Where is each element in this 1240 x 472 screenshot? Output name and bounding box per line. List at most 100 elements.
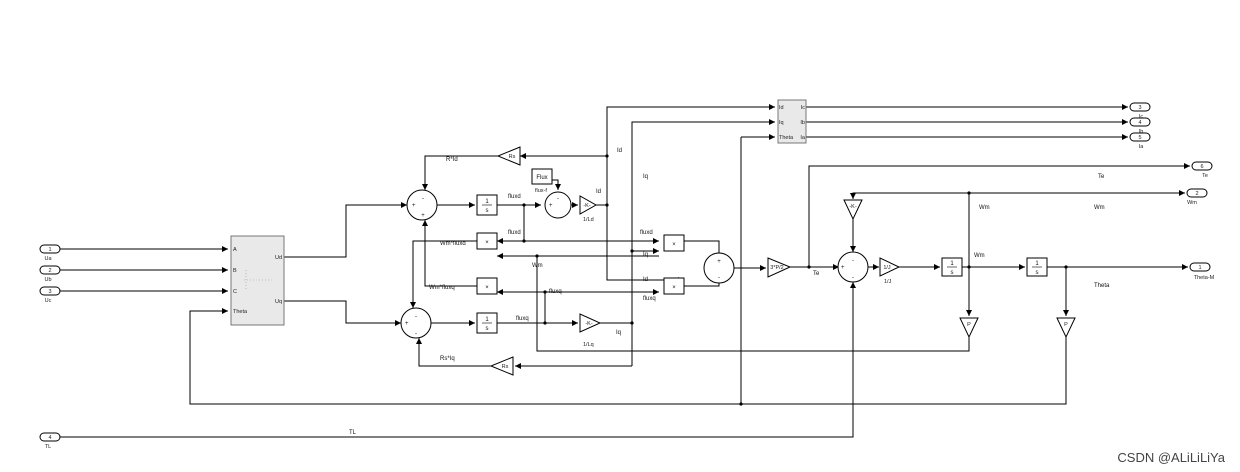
signal-id-label-1: Id xyxy=(596,189,601,195)
svg-text:-: - xyxy=(718,275,720,281)
signal-id-label-3: Id xyxy=(643,277,648,283)
integrator-speed-num: 1 xyxy=(950,261,954,267)
product-fluxq-id-symbol: × xyxy=(672,285,676,291)
svg-text:-: - xyxy=(415,314,417,320)
gain-rs-q[interactable]: Rs xyxy=(489,356,514,376)
svg-text:+: + xyxy=(405,321,409,327)
outport-ia-number: 5 xyxy=(1138,135,1141,141)
outport-wm[interactable]: 2 Wm xyxy=(1186,188,1208,206)
inport-uc-label: Uc xyxy=(45,298,52,304)
integrator-q[interactable]: 1 s xyxy=(476,312,498,334)
gain-inv-j-label: 1/J xyxy=(884,279,892,285)
signal-fluxd-label: fluxd xyxy=(508,194,521,200)
product-wm-fluxd[interactable]: × xyxy=(476,232,498,250)
sum-d-axis[interactable]: + - + xyxy=(406,189,438,221)
gain-inv-ld[interactable]: -K- 1/Ld xyxy=(579,195,598,223)
signal-theta-label: Theta xyxy=(1094,283,1110,289)
signal-fluxq-label-3: fluxq xyxy=(516,316,529,322)
signal-wm-label-1: Wm xyxy=(532,263,543,269)
gain-inv-j[interactable]: 1/J 1/J xyxy=(879,257,901,285)
inverse-park-subsystem[interactable]: Id Iq Theta Ic Ib Ia xyxy=(777,99,807,144)
outport-ia[interactable]: 5 Ia xyxy=(1129,132,1151,150)
signal-iq-label-3: Iq xyxy=(616,330,621,336)
outport-theta-m-number: 1 xyxy=(1198,265,1201,271)
outport-ic[interactable]: 3 Ic xyxy=(1129,102,1151,120)
park-port-c: C xyxy=(233,289,237,295)
park-icon xyxy=(244,270,272,290)
gain-rs-d[interactable]: Rs xyxy=(496,146,521,166)
outport-ic-label: Ic xyxy=(1139,114,1144,120)
inport-uc[interactable]: 3 Uc xyxy=(39,286,61,304)
gain-pole-pairs-angle-value: P xyxy=(1064,322,1068,328)
outport-te[interactable]: 6 Te xyxy=(1191,161,1213,179)
outport-ib[interactable]: 4 Ib xyxy=(1129,117,1151,135)
gain-damping-value: -K- xyxy=(849,204,857,210)
flux-constant-value: Flux xyxy=(536,175,547,181)
sum-mechanical[interactable]: + - - xyxy=(837,251,869,283)
integrator-speed[interactable]: 1 s xyxy=(941,257,963,277)
park-port-b: B xyxy=(233,268,237,274)
signal-wm-label-2: Wm xyxy=(979,205,990,211)
product-fluxq-id[interactable]: × xyxy=(663,277,685,295)
invpark-port-ic: Ic xyxy=(801,105,806,111)
svg-text:-: - xyxy=(415,331,417,337)
invpark-port-id: Id xyxy=(779,105,784,111)
gain-pole-pairs-angle[interactable]: P xyxy=(1056,317,1076,339)
inport-uc-number: 3 xyxy=(48,289,51,295)
signal-fluxq-label-2: fluxq xyxy=(549,289,562,295)
integrator-angle[interactable]: 1 s xyxy=(1026,257,1048,277)
invpark-port-ia: Ia xyxy=(800,135,806,141)
svg-text:-: - xyxy=(557,196,559,202)
signal-iq-label-1: Iq xyxy=(643,174,648,180)
outport-wm-label: Wm xyxy=(1187,200,1197,206)
park-port-uq: Uq xyxy=(275,299,282,305)
invpark-port-ib: Ib xyxy=(800,120,805,126)
invpark-port-theta: Theta xyxy=(779,135,794,141)
flux-constant-block[interactable]: Flux flux-f xyxy=(531,168,553,194)
gain-inv-ld-label: 1/Ld xyxy=(583,217,594,223)
svg-text:+: + xyxy=(421,213,425,219)
integrator-d-num: 1 xyxy=(485,199,489,205)
svg-text:+: + xyxy=(412,203,416,209)
gain-inv-lq[interactable]: -K- 1/Lq xyxy=(579,313,602,348)
signal-fluxd-label-3: fluxd xyxy=(640,230,653,236)
signal-wm-fluxq-label: Wm*fluxq xyxy=(429,285,455,291)
inport-ub-number: 2 xyxy=(48,268,51,274)
outport-wm-number: 2 xyxy=(1195,191,1198,197)
inport-ua-number: 1 xyxy=(48,247,51,253)
signal-id-label-2: Id xyxy=(617,148,622,154)
outport-theta-m[interactable]: 1 Theta-M xyxy=(1189,262,1215,281)
gain-damping[interactable]: -K- xyxy=(843,199,863,221)
sum-q-axis[interactable]: + - - xyxy=(400,307,432,339)
svg-text:-: - xyxy=(422,196,424,202)
product-fluxd-iq[interactable]: × xyxy=(663,234,685,252)
outport-ia-label: Ia xyxy=(1139,144,1145,150)
signal-te-label-1: Te xyxy=(813,271,820,277)
gain-torque-constant-value: 3*P/2 xyxy=(770,265,783,271)
arrowheads xyxy=(222,104,1190,369)
park-port-theta: Theta xyxy=(233,309,248,315)
sum-torque[interactable]: + - xyxy=(703,252,735,284)
inport-ua[interactable]: 1 Ua xyxy=(39,244,61,262)
park-port-a: A xyxy=(233,247,237,253)
integrator-q-den: s xyxy=(486,326,489,332)
outport-te-label: Te xyxy=(1202,173,1208,179)
signal-fluxq-label-1: fluxq xyxy=(643,296,656,302)
park-transform-subsystem[interactable]: A B C Theta Ud Uq xyxy=(230,235,285,326)
signal-tl-label: TL xyxy=(349,430,357,436)
sum-fluxd-minus-flux[interactable]: + - xyxy=(544,191,572,219)
signal-iq-label-2: Iq xyxy=(643,252,648,258)
product-wm-fluxq[interactable]: × xyxy=(476,277,498,295)
integrator-d[interactable]: 1 s xyxy=(476,194,498,216)
integrator-d-den: s xyxy=(486,208,489,214)
inport-ub[interactable]: 2 Ub xyxy=(39,265,61,283)
inport-tl[interactable]: 4 TL xyxy=(39,432,61,450)
signal-wm-fluxd-label: Wm*fluxd xyxy=(440,241,466,247)
signal-wires xyxy=(60,106,1190,438)
svg-text:-: - xyxy=(852,258,854,264)
watermark-text: CSDN @ALiLiLiYa xyxy=(1117,450,1225,465)
gain-torque-constant[interactable]: 3*P/2 xyxy=(767,257,792,278)
gain-pole-pairs-speed[interactable]: P xyxy=(959,317,979,339)
